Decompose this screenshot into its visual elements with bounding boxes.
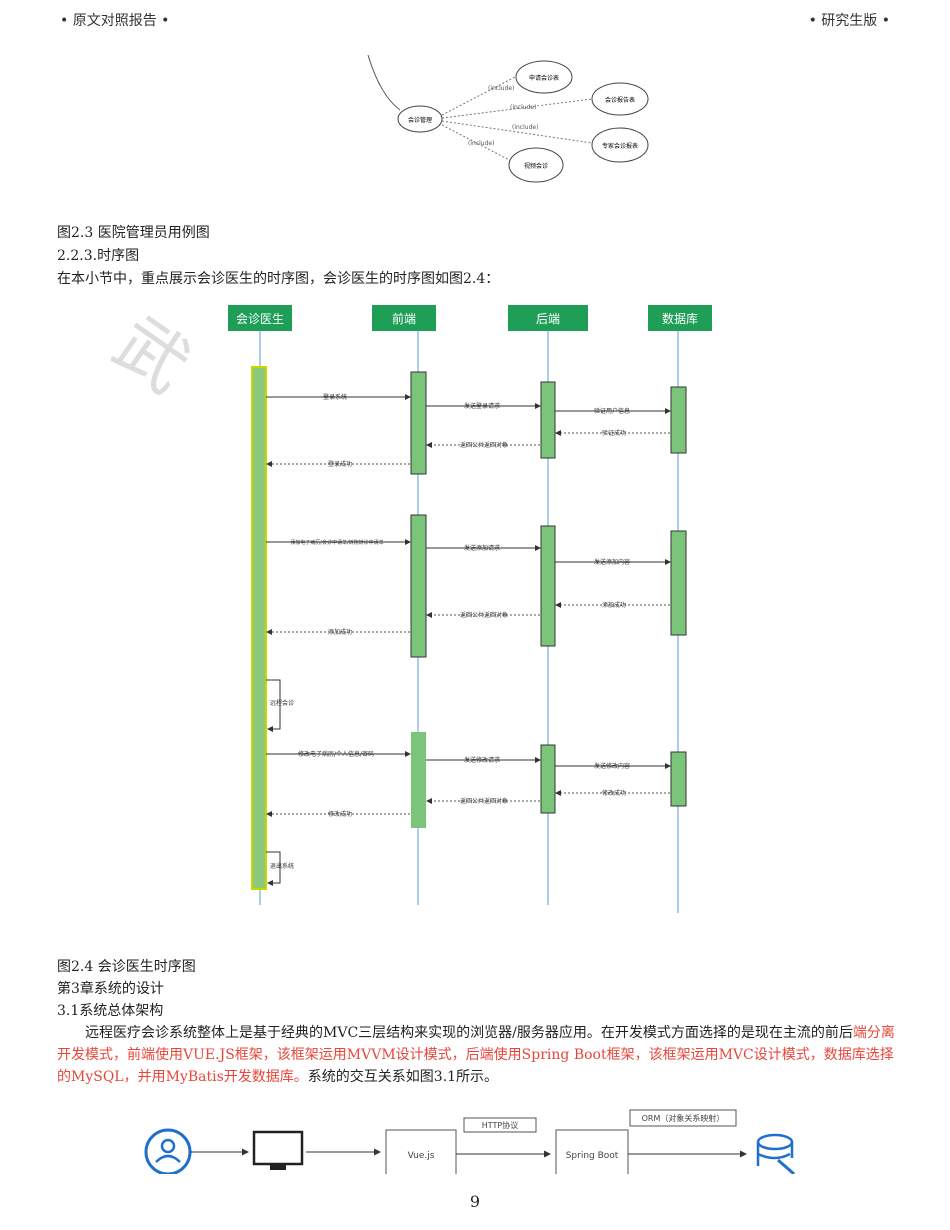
usecase-diagram: 会诊管理 申请会诊表 会诊报告表 专家会诊报表 视频会诊 (include) (…	[367, 55, 649, 183]
actor-label: 会诊医生	[236, 312, 284, 326]
message-label: 修改成功	[602, 789, 626, 797]
message-label: 添加电子病历/会诊申请单/转院转诊申请单	[290, 539, 383, 546]
message-label: 添加成功	[602, 601, 626, 609]
actor-box	[508, 305, 588, 331]
activation-bar	[410, 514, 427, 658]
http-label: HTTP协议	[482, 1120, 518, 1130]
message-label: 修改成功	[328, 810, 352, 818]
message-label: 返回公共返回对象	[460, 797, 508, 805]
section-heading-2-2-3: 2.2.3.时序图	[57, 248, 140, 264]
activation-bar	[540, 744, 556, 814]
actor-label: 数据库	[662, 311, 698, 326]
activation-bar	[251, 366, 267, 890]
monitor-icon	[252, 1130, 304, 1166]
usecase-node-label: 专家会诊报表	[602, 142, 638, 150]
actor-box	[372, 305, 436, 331]
figure-caption-2-3: 图2.3 医院管理员用例图	[57, 225, 210, 241]
message-label: 发送登录请求	[464, 402, 500, 410]
usecase-node-label: 视频会诊	[524, 162, 548, 170]
header-left: • 原文对照报告 •	[60, 13, 170, 29]
usecase-node	[515, 60, 573, 94]
include-label: (include)	[468, 140, 494, 147]
spring-label: Spring Boot	[566, 1151, 619, 1161]
spring-box	[555, 1129, 629, 1174]
message-label: 验证用户信息	[594, 407, 630, 415]
activation-bar	[540, 525, 556, 647]
paragraph-text: 远程医疗会诊系统整体上是基于经典的MVC三层结构来实现的浏览器/服务器应用。在开…	[85, 1025, 853, 1041]
architecture-diagram: Vue.js HTTP协议 Spring Boot ORM（对象关系映射）	[144, 1109, 795, 1174]
actor-box	[228, 305, 292, 331]
vue-box	[385, 1129, 457, 1174]
database-icon	[756, 1133, 794, 1151]
include-label: (include)	[512, 124, 538, 131]
activation-bar	[410, 371, 427, 475]
header-right: • 研究生版 •	[808, 13, 890, 29]
message-label: 返回公共返回对象	[460, 441, 508, 449]
activation-bar	[670, 751, 687, 807]
paragraph-highlight: 端分离开发模式，前端使用VUE.JS框架，该框架运用MVVM设计模式，后端使用S…	[57, 1025, 895, 1085]
message-label: 添加成功	[328, 628, 352, 636]
actor-label: 后端	[536, 312, 560, 326]
sequence-diagram: 会诊医生 前端 后端 数据库 登录系统 发送登录请求 验证用户信息 验证成功 返…	[228, 305, 712, 913]
section-heading-3-1: 3.1系统总体架构	[57, 1003, 164, 1019]
chapter-heading: 第3章系统的设计	[57, 981, 164, 997]
orm-label: ORM（对象关系映射）	[642, 1113, 725, 1123]
activation-bar	[670, 386, 687, 454]
page-number: 9	[469, 1192, 481, 1211]
message-label: 修改电子病历/个人信息/密码	[298, 750, 374, 758]
activation-bar	[411, 732, 426, 828]
figure-caption-2-4: 图2.4 会诊医生时序图	[57, 959, 196, 975]
message-label: 发送修改内容	[594, 762, 630, 770]
usecase-node-label: 申请会诊表	[529, 74, 559, 82]
intro-text: 在本小节中，重点展示会诊医生的时序图，会诊医生的时序图如图2.4：	[57, 271, 500, 287]
body-paragraph: 远程医疗会诊系统整体上是基于经典的MVC三层结构来实现的浏览器/服务器应用。在开…	[57, 1022, 897, 1088]
actor-box	[648, 305, 712, 331]
message-label: 发送添加内容	[594, 558, 630, 566]
usecase-center-label: 会诊管理	[408, 116, 432, 124]
actor-label: 前端	[392, 311, 416, 326]
usecase-node-label: 会诊报告表	[605, 96, 635, 104]
message-label: 返回公共返回对象	[460, 611, 508, 619]
message-label: 发送添加请求	[464, 544, 500, 552]
usecase-node	[591, 127, 649, 163]
activation-bar	[540, 381, 556, 459]
vue-label: Vue.js	[408, 1151, 435, 1161]
message-label: 登录系统	[323, 393, 347, 401]
message-label: 登录成功	[328, 460, 352, 468]
include-label: (include)	[510, 104, 536, 111]
usecase-node	[508, 147, 564, 183]
message-label: 验证成功	[602, 429, 626, 437]
usecase-node	[591, 82, 649, 116]
activation-bar	[670, 530, 687, 636]
message-label: 退出系统	[270, 862, 294, 870]
include-label: (include)	[488, 85, 514, 92]
message-label: 发送修改请求	[464, 756, 500, 764]
watermark: 武	[99, 301, 205, 409]
usecase-center	[397, 105, 443, 133]
message-label: 远程会诊	[270, 699, 294, 707]
paragraph-text: 系统的交互关系如图3.1所示。	[307, 1069, 499, 1085]
